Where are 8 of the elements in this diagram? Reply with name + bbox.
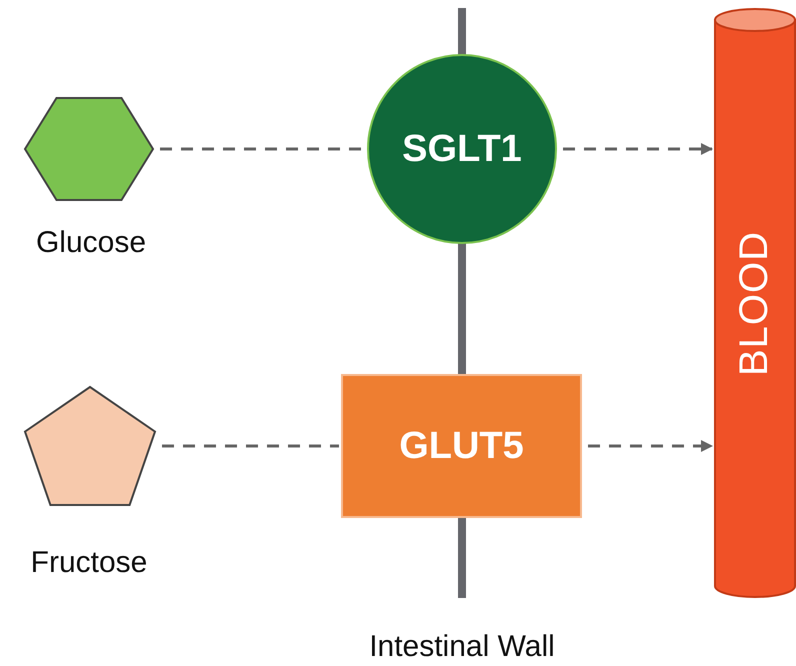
molecule-label: Fructose (30, 546, 148, 580)
molecule-label: Glucose (36, 226, 146, 260)
dashed-arrow (588, 440, 713, 452)
dashed-arrow (563, 143, 713, 155)
node-label: GLUT5 (399, 424, 524, 468)
node-label: BLOOD (732, 230, 778, 376)
wall-label: Intestinal Wall (369, 630, 555, 664)
node-label: SGLT1 (402, 128, 522, 170)
